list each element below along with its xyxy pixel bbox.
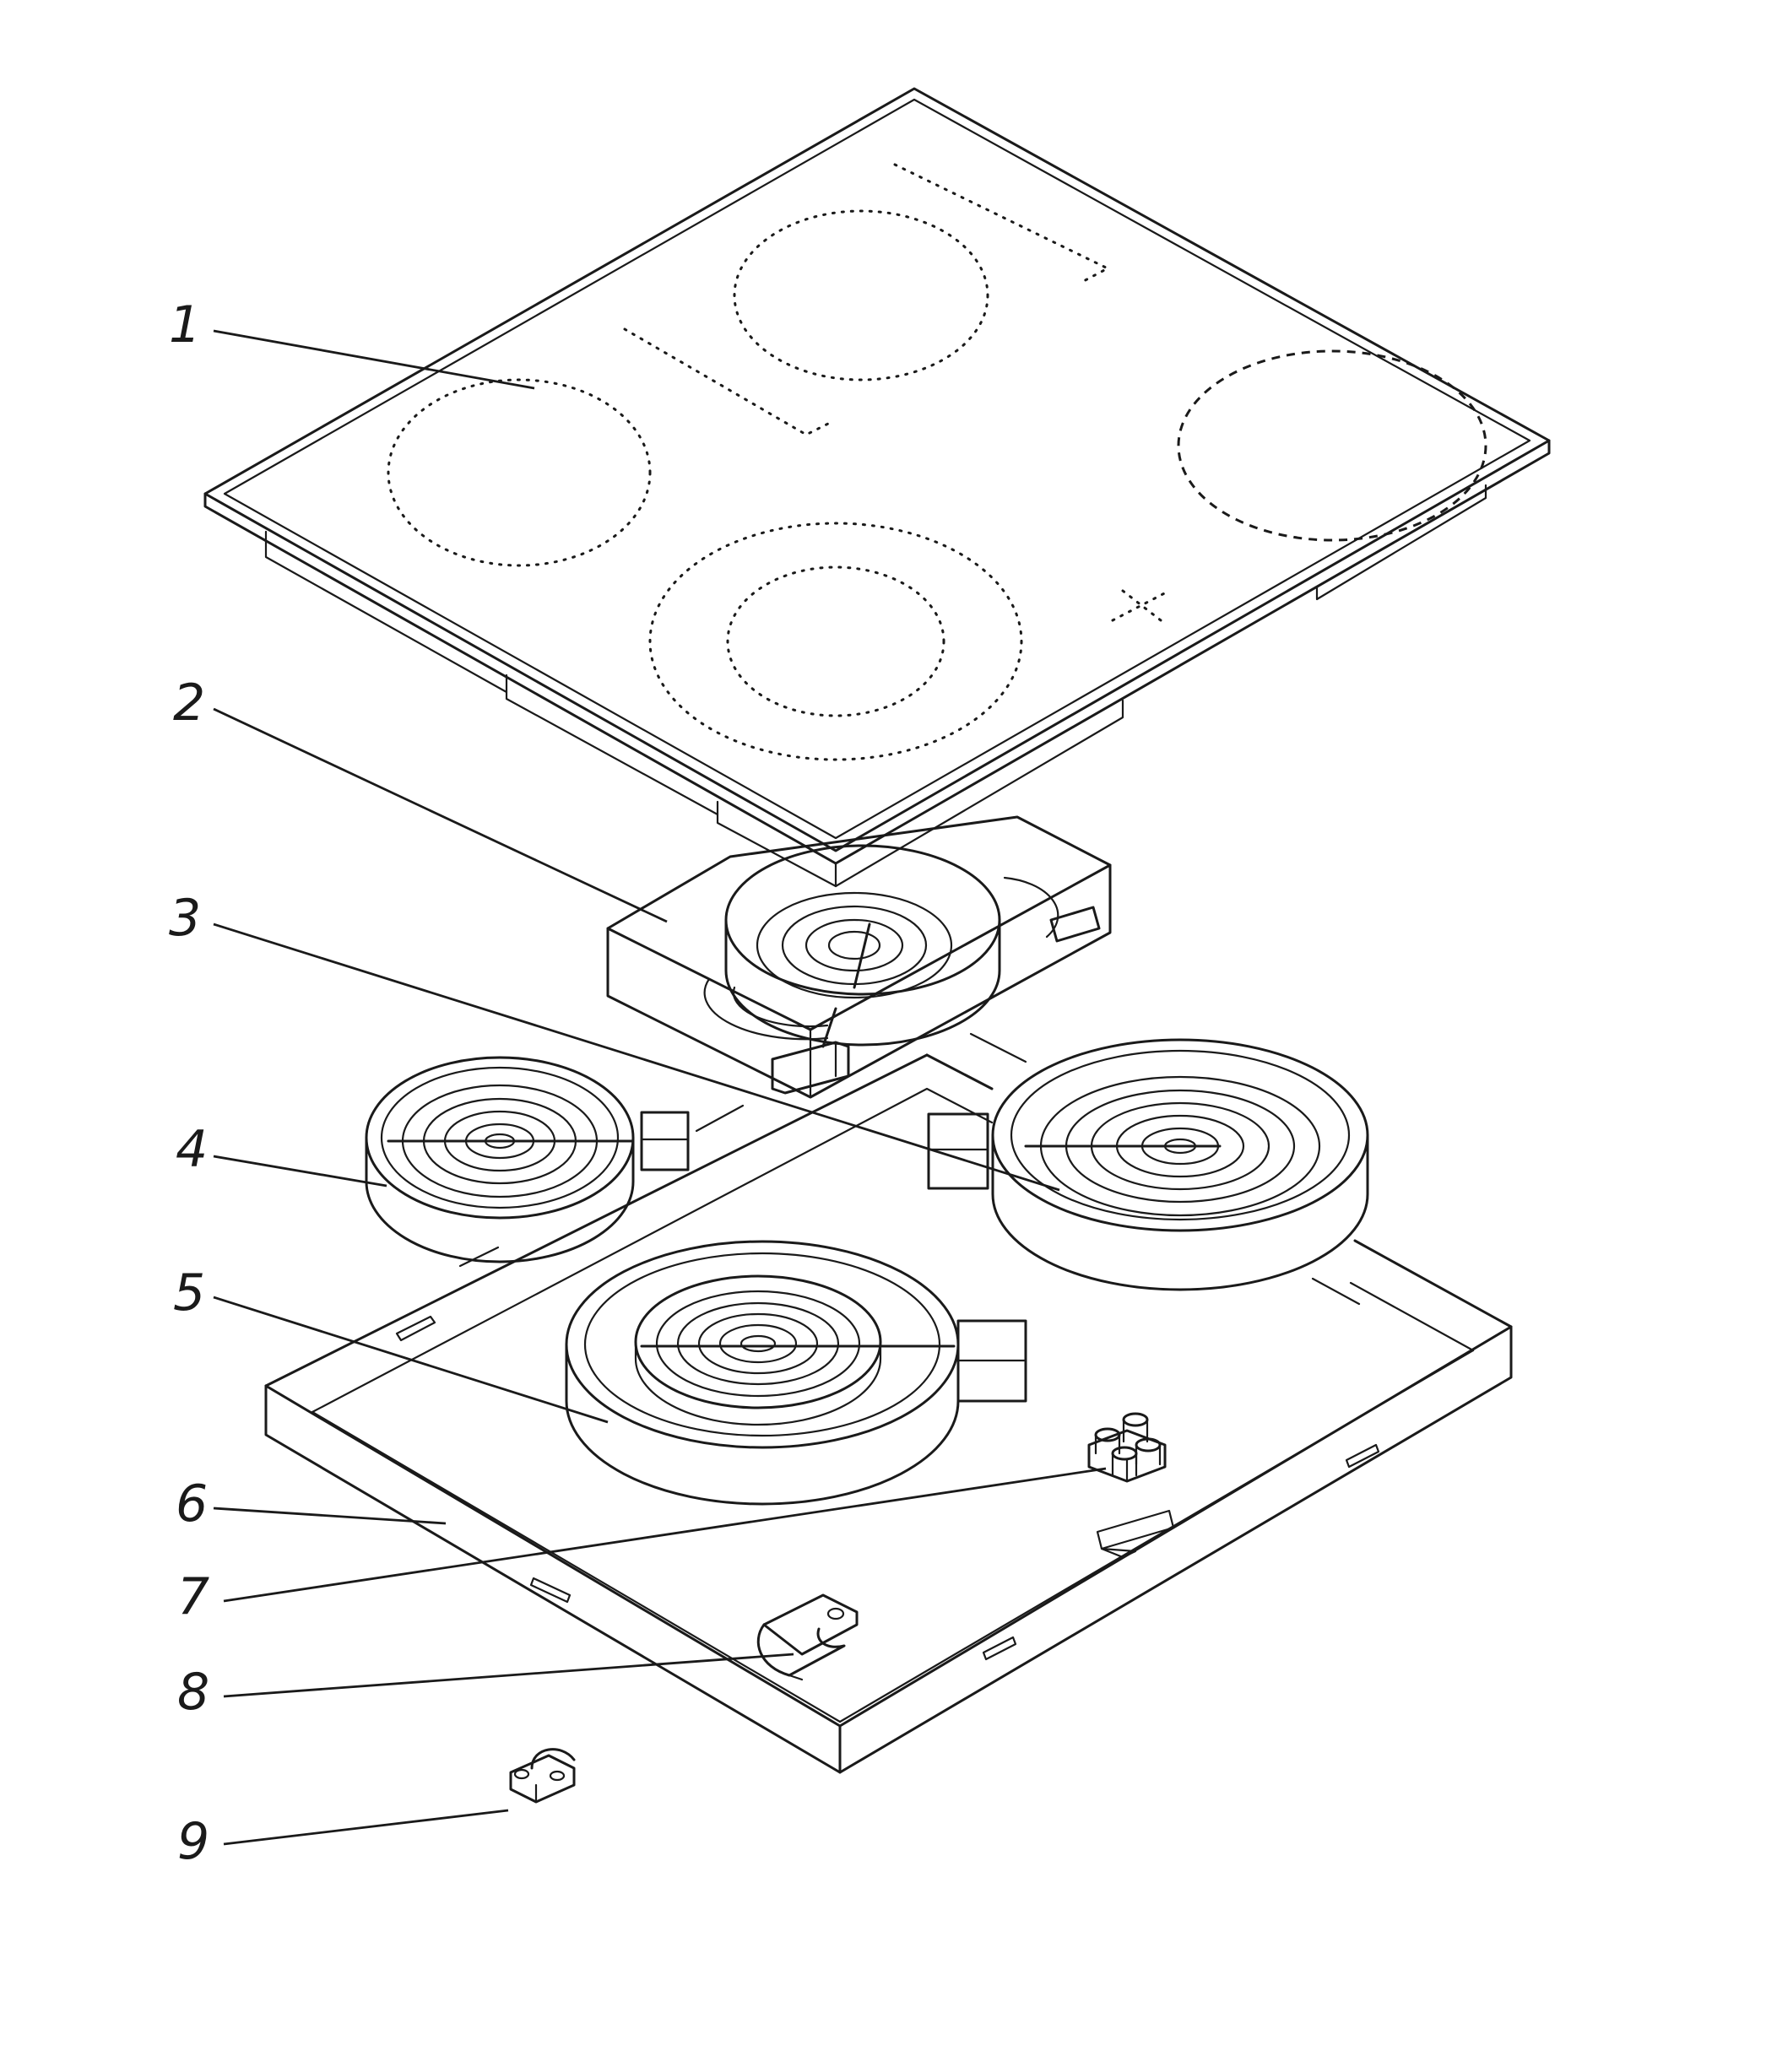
leader-2 — [213, 707, 668, 923]
part-8-bracket-clip — [756, 1593, 859, 1681]
leader-9 — [223, 1809, 509, 1846]
part-4-thermostat-block — [640, 1111, 690, 1171]
zone-marking-left — [387, 378, 652, 567]
part-7-terminal-block — [1087, 1412, 1167, 1483]
part-3-thermostat-block — [927, 1112, 989, 1190]
leader-8 — [223, 1653, 794, 1698]
callout-6: 6 — [176, 1474, 208, 1534]
callout-5: 5 — [173, 1263, 205, 1323]
part-3-large-radiant-heater — [927, 1038, 1369, 1291]
part-2-terminal-block — [771, 1041, 850, 1095]
part-9-switch-clamp — [509, 1748, 576, 1804]
leader-7 — [223, 1467, 1107, 1603]
callout-3: 3 — [169, 889, 201, 948]
part-4-small-radiant-heater — [365, 1056, 690, 1263]
leader-6 — [213, 1507, 447, 1525]
callout-4: 4 — [176, 1120, 208, 1179]
bridge-marking-mid — [623, 327, 833, 436]
callout-2: 2 — [173, 674, 205, 733]
part-5-dual-radiant-heater — [565, 1240, 1027, 1506]
part-6-housing — [264, 1032, 1513, 1774]
zone-marking-front-outer — [648, 522, 1023, 761]
zone-marking-right — [1177, 349, 1487, 542]
zone-marking-rear — [733, 209, 989, 381]
leader-5 — [213, 1296, 609, 1424]
part-1-glass-top — [203, 87, 1551, 888]
leader-1 — [213, 329, 535, 390]
leader-lines — [213, 329, 1107, 1846]
part-2-connector — [1049, 906, 1101, 943]
leader-4 — [213, 1155, 387, 1187]
callout-labels: 1 2 3 4 5 6 7 8 9 — [169, 295, 209, 1871]
zone-marking-front-inner — [726, 565, 945, 717]
callout-9: 9 — [177, 1812, 209, 1871]
callout-1: 1 — [169, 295, 201, 354]
callout-7: 7 — [177, 1567, 209, 1626]
callout-8: 8 — [177, 1663, 209, 1722]
part-2-extended-zone-element — [606, 815, 1112, 1099]
part-5-thermostat-block — [956, 1319, 1027, 1403]
leader-3 — [213, 922, 1060, 1192]
control-mark — [1111, 589, 1171, 622]
